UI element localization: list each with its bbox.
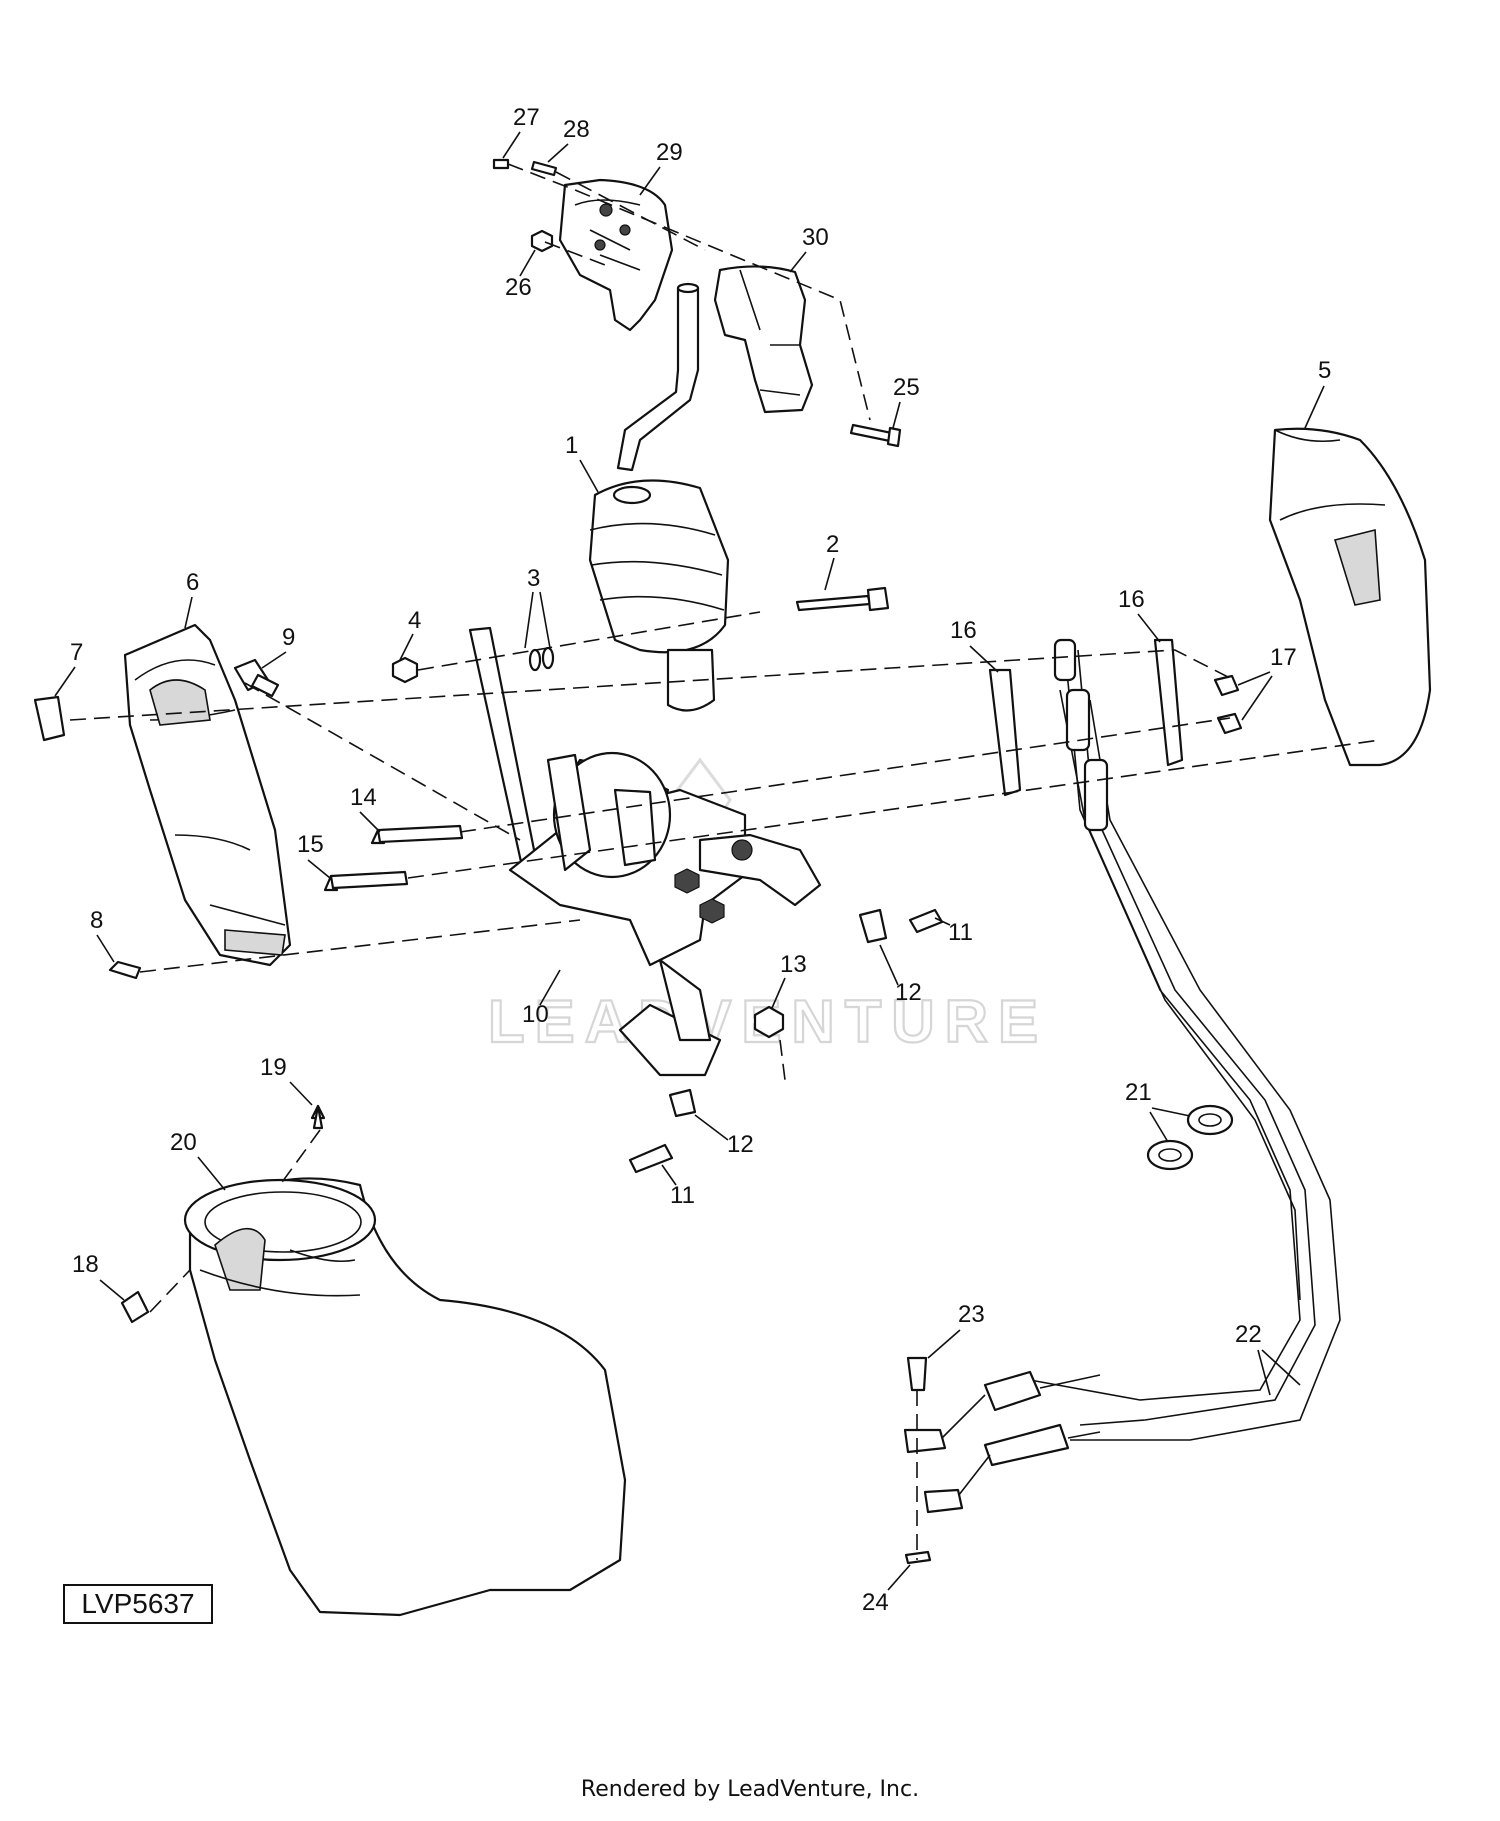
reference-code: LVP5637 bbox=[81, 1588, 195, 1619]
callout-14: 14 bbox=[350, 784, 377, 811]
callout-8: 8 bbox=[90, 907, 103, 934]
part-16-plate-right bbox=[1153, 638, 1184, 767]
callout-16b: 16 bbox=[1118, 586, 1145, 613]
part-6-left-housing bbox=[123, 623, 292, 967]
callouts: 1 2 3 4 5 6 7 8 9 10 11 11 12 12 13 14 1… bbox=[54, 104, 1331, 1616]
part-20-lower-console bbox=[183, 1177, 627, 1617]
part-10-bracket bbox=[468, 626, 822, 1077]
callout-16a: 16 bbox=[950, 617, 977, 644]
callout-15: 15 bbox=[297, 831, 324, 858]
callout-5: 5 bbox=[1318, 357, 1331, 384]
callout-22: 22 bbox=[1235, 1321, 1262, 1348]
callout-29: 29 bbox=[656, 139, 683, 166]
callout-24: 24 bbox=[862, 1589, 889, 1616]
callout-13: 13 bbox=[780, 951, 807, 978]
render-credit: Rendered by LeadVenture, Inc. bbox=[580, 1777, 920, 1802]
callout-2: 2 bbox=[826, 531, 839, 558]
callout-6: 6 bbox=[186, 569, 199, 596]
part-7-cap bbox=[33, 695, 66, 742]
part-17-clip-upper bbox=[1213, 674, 1240, 697]
callout-19: 19 bbox=[260, 1054, 287, 1081]
fasteners bbox=[108, 158, 944, 1565]
callout-18: 18 bbox=[72, 1251, 99, 1278]
callout-4: 4 bbox=[408, 607, 421, 634]
callout-7: 7 bbox=[70, 639, 83, 666]
callout-20: 20 bbox=[170, 1129, 197, 1156]
part-17-clip-lower bbox=[1216, 712, 1243, 735]
callout-10: 10 bbox=[522, 1001, 549, 1028]
callout-27: 27 bbox=[513, 104, 540, 131]
callout-17: 17 bbox=[1270, 644, 1297, 671]
callout-26: 26 bbox=[505, 274, 532, 301]
callout-28: 28 bbox=[563, 116, 590, 143]
part-30-grip bbox=[713, 265, 814, 414]
part-22-cables bbox=[903, 638, 1341, 1514]
part-21-grommets bbox=[1146, 1104, 1234, 1171]
callout-1: 1 bbox=[565, 432, 578, 459]
callout-30: 30 bbox=[802, 224, 829, 251]
callout-12b: 12 bbox=[727, 1131, 754, 1158]
callout-11a: 11 bbox=[948, 919, 973, 946]
part-1-shift-lever bbox=[588, 282, 730, 712]
callout-11b: 11 bbox=[670, 1182, 695, 1209]
callout-12a: 12 bbox=[895, 979, 922, 1006]
callout-25: 25 bbox=[893, 374, 920, 401]
callout-21: 21 bbox=[1125, 1079, 1152, 1106]
assembly-lines bbox=[69, 163, 1381, 1560]
reference-code-box: LVP5637 bbox=[63, 1584, 213, 1624]
part-16-plate-left bbox=[988, 668, 1022, 797]
part-5-right-cover bbox=[1268, 427, 1432, 767]
callout-9: 9 bbox=[282, 624, 295, 651]
callout-23: 23 bbox=[958, 1301, 985, 1328]
callout-3: 3 bbox=[527, 565, 540, 592]
